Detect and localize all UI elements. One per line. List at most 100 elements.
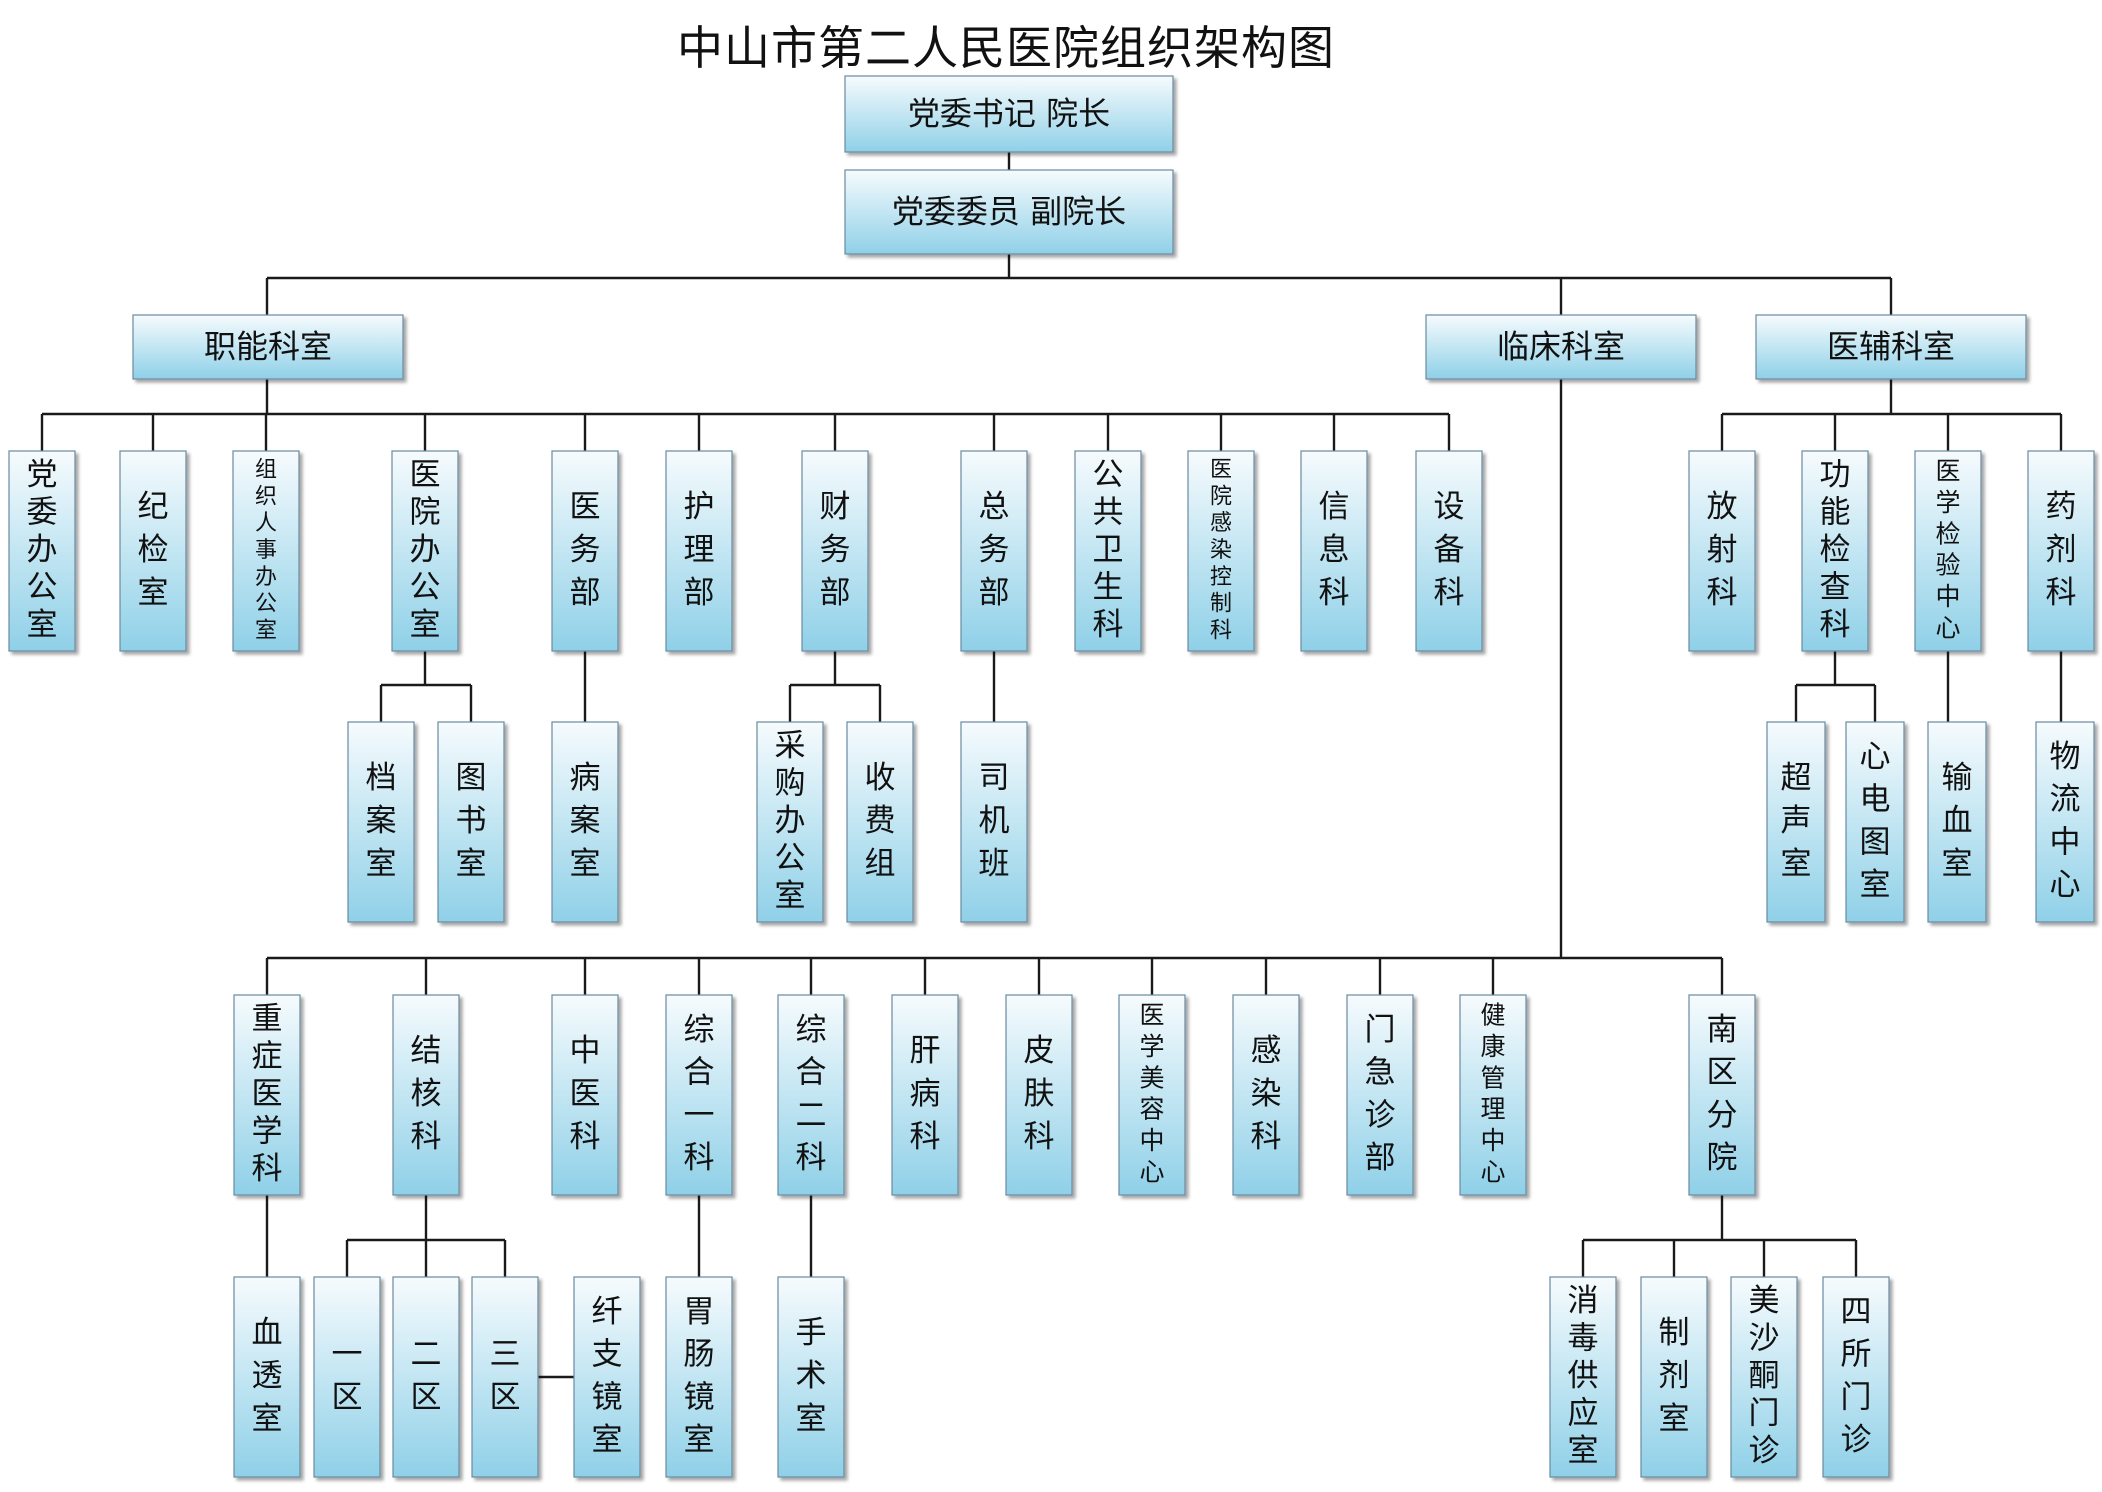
node-label: 医院办公室 [410, 456, 441, 642]
node-box [233, 1276, 301, 1478]
node-f-infection-control: 医院感染控制科 [1187, 450, 1255, 652]
node-c-dialysis: 血透室 [233, 1276, 301, 1478]
node-box [391, 450, 459, 652]
node-label: 采购办公室 [775, 727, 806, 913]
node-box [1415, 450, 1483, 652]
node-label: 综合二科 [796, 1011, 827, 1175]
node-a-function-check: 功能检查科 [1801, 450, 1869, 652]
node-box [119, 450, 187, 652]
node-box [347, 721, 415, 923]
node-label: 南区分院 [1707, 1011, 1738, 1175]
node-box [392, 1276, 460, 1478]
node-box [8, 450, 76, 652]
node-label: 肝病科 [910, 1033, 941, 1155]
node-box [551, 450, 619, 652]
node-c-emergency: 门急诊部 [1346, 994, 1414, 1196]
node-label: 制剂室 [1659, 1315, 1690, 1437]
node-label: 功能检查科 [1820, 456, 1851, 642]
node-label: 党委委员 副院长 [892, 193, 1126, 231]
node-box [1801, 450, 1869, 652]
node-label: 二区 [411, 1336, 442, 1415]
node-box [844, 75, 1174, 153]
node-box [801, 450, 869, 652]
node-label: 纤支镜室 [592, 1293, 623, 1457]
node-box [1005, 994, 1073, 1196]
node-box [1346, 994, 1414, 1196]
node-functional: 职能科室 [132, 314, 404, 380]
node-label: 胃肠镜室 [684, 1293, 715, 1457]
node-label: 结核科 [411, 1033, 442, 1155]
node-label: 物流中心 [2050, 738, 2081, 902]
node-box [1074, 450, 1142, 652]
node-label: 组织人事办公室 [255, 457, 277, 643]
node-box [1640, 1276, 1708, 1478]
node-label: 财务部 [820, 489, 851, 611]
node-f-hospital-office: 医院办公室 [391, 450, 459, 652]
node-box [132, 314, 404, 380]
node-c-tb: 结核科 [392, 994, 460, 1196]
node-box [1425, 314, 1697, 380]
node-label: 心电图室 [1860, 738, 1891, 902]
node-box [960, 721, 1028, 923]
node-label: 健康管理中心 [1480, 1000, 1505, 1186]
node-auxiliary: 医辅科室 [1755, 314, 2027, 380]
node-c-skin: 皮肤科 [1005, 994, 1073, 1196]
node-secretary: 党委书记 院长 [844, 75, 1174, 153]
node-a-lab: 医学检验中心 [1914, 450, 1982, 652]
node-label: 医学美容中心 [1139, 1000, 1164, 1186]
node-box [846, 721, 914, 923]
node-label: 党委办公室 [27, 456, 58, 642]
node-box [232, 450, 300, 652]
node-label: 信息科 [1319, 489, 1350, 611]
node-f-discipline: 纪检室 [119, 450, 187, 652]
node-f-info: 信息科 [1300, 450, 1368, 652]
node-c-liver: 肝病科 [891, 994, 959, 1196]
node-f-public-health: 公共卫生科 [1074, 450, 1142, 652]
node-box [1766, 721, 1826, 923]
node-label: 美沙酮门诊 [1749, 1282, 1780, 1468]
node-c-surgery: 手术室 [777, 1276, 845, 1478]
connector-lines [40, 152, 2063, 1379]
node-box [665, 450, 733, 652]
node-label: 血透室 [252, 1315, 283, 1437]
node-label: 药剂科 [2046, 489, 2077, 611]
node-label: 感染科 [1251, 1033, 1282, 1155]
node-box [551, 721, 619, 923]
node-f-records: 病案室 [551, 721, 619, 923]
node-box [2035, 721, 2095, 923]
node-box [573, 1276, 641, 1478]
node-f-medical: 医务部 [551, 450, 619, 652]
node-c-zone3: 三区 [471, 1276, 539, 1478]
node-f-general: 总务部 [960, 450, 1028, 652]
node-f-archive: 档案室 [347, 721, 415, 923]
node-a-pharmacy: 药剂科 [2027, 450, 2095, 652]
node-label: 职能科室 [204, 328, 332, 366]
node-box [844, 169, 1174, 255]
node-a-logistics: 物流中心 [2035, 721, 2095, 923]
node-label: 消毒供应室 [1568, 1282, 1599, 1468]
node-box [233, 994, 301, 1196]
node-c-health: 健康管理中心 [1459, 994, 1527, 1196]
node-box [313, 1276, 381, 1478]
node-label: 皮肤科 [1024, 1033, 1055, 1155]
node-label: 图书室 [456, 760, 487, 882]
node-label: 医务部 [570, 489, 601, 611]
node-label: 司机班 [979, 760, 1010, 882]
node-label: 中医科 [570, 1033, 601, 1155]
node-label: 临床科室 [1497, 328, 1625, 366]
node-label: 医院感染控制科 [1210, 457, 1232, 643]
node-c-general1: 综合一科 [665, 994, 733, 1196]
node-c-icu: 重症医学科 [233, 994, 301, 1196]
node-box [1845, 721, 1905, 923]
node-c-cosmetic: 医学美容中心 [1118, 994, 1186, 1196]
node-f-purchase: 采购办公室 [756, 721, 824, 923]
node-box [891, 994, 959, 1196]
node-box [437, 721, 505, 923]
node-box [1118, 994, 1186, 1196]
node-label: 重症医学科 [252, 1000, 283, 1186]
node-label: 护理部 [684, 489, 715, 611]
node-c-methadone: 美沙酮门诊 [1730, 1276, 1798, 1478]
node-box [471, 1276, 539, 1478]
node-box [1187, 450, 1255, 652]
